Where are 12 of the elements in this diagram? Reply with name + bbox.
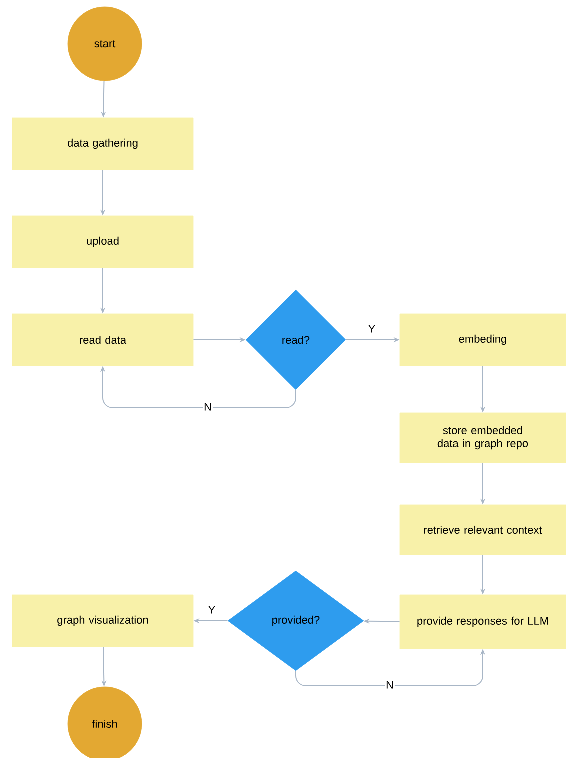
process-box: upload [12,216,194,268]
edge-label: Y [367,324,377,334]
process-box: store embedded data in graph repo [400,412,566,464]
edge-label: N [385,680,395,690]
edge-label: Y [207,605,217,615]
process-box: graph visualization [12,594,194,648]
process-box: read data [12,314,194,366]
process-box: provide responses for LLM [400,594,566,650]
process-box: retrieve relevant context [400,504,566,556]
edge-label: N [203,402,213,412]
process-box: data gathering [12,118,194,170]
process-box: embeding [400,314,566,366]
